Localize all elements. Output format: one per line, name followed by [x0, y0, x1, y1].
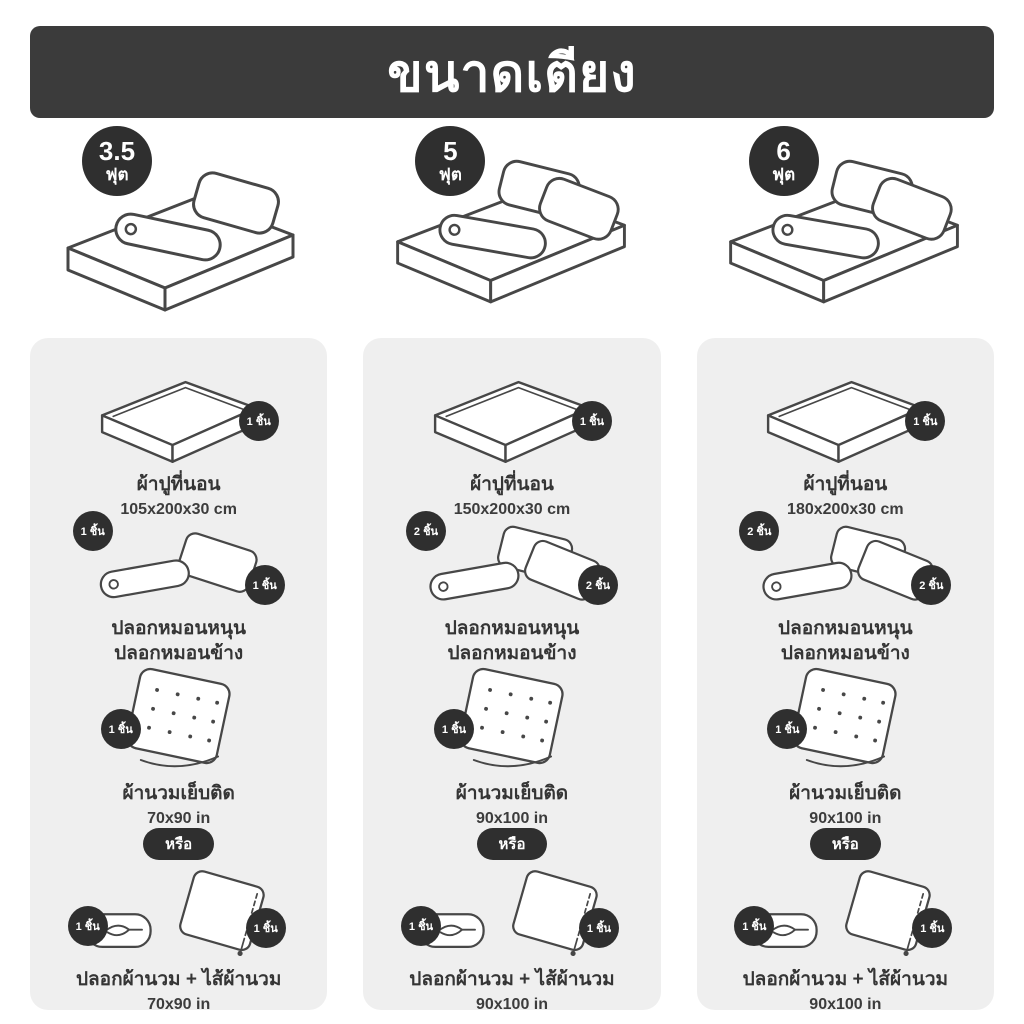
item-name: ปลอกผ้านวม + ไส้ผ้านวม	[409, 969, 615, 991]
duvet-set-icon	[746, 866, 944, 962]
item-dimension: 90x100 in	[809, 810, 882, 827]
size-value: 6	[776, 136, 791, 167]
pillows-icon	[418, 519, 606, 611]
item-dimension: 70x90 in	[147, 996, 211, 1014]
or-badge: หรือ	[143, 828, 215, 860]
size-unit: ฟุต	[438, 164, 462, 184]
count-badge: 2 ชิ้น	[911, 565, 952, 606]
fitted-sheet-item: 1 ชิ้น ผ้าปูที่นอน 105x200x30 cm	[91, 358, 279, 519]
pillowcase-item: 2 ชิ้น 2 ชิ้น ปลอกหมอนหนุน ปลอกหมอนข้าง	[405, 510, 618, 667]
item-name-line1: ปลอกหมอนหนุน	[444, 618, 580, 640]
duvet-item: หรือ 1 ชิ้น 1 ชิ้น ปลอกผ้านวม + ไส้ผ้านว…	[734, 828, 953, 1014]
or-badge: หรือ	[476, 828, 548, 860]
pillowcase-item: 1 ชิ้น 1 ชิ้น ปลอกหมอนหนุน ปลอกหมอนข้าง	[72, 510, 285, 667]
item-name: ผ้าปูที่นอน	[803, 474, 888, 496]
item-name: ผ้าปูที่นอน	[136, 474, 221, 496]
fitted-sheet-item: 1 ชิ้น ผ้าปูที่นอน 150x200x30 cm	[424, 358, 612, 519]
item-dimension: 90x100 in	[809, 996, 882, 1014]
count-badge: 1 ชิ้น	[244, 565, 285, 606]
count-badge: 1 ชิ้น	[767, 708, 808, 749]
duvet-set-icon	[80, 866, 278, 962]
count-badge: 1 ชิ้น	[238, 401, 279, 442]
duvet-set-icon	[413, 866, 611, 962]
count-badge: 2 ชิ้น	[405, 510, 446, 551]
item-name: ปลอกผ้านวม + ไส้ผ้านวม	[75, 969, 282, 991]
fitted-sheet-item: 1 ชิ้น ผ้าปูที่นอน 180x200x30 cm	[757, 358, 946, 519]
pillows-icon	[751, 519, 939, 611]
count-badge: 1 ชิ้น	[100, 708, 141, 749]
item-dimension: 90x100 in	[475, 996, 549, 1014]
pillowcase-item: 2 ชิ้น 2 ชิ้น ปลอกหมอนหนุน ปลอกหมอนข้าง	[739, 510, 952, 667]
comforter-item: 1 ชิ้น ผ้านวมเย็บติด 70x90 in	[100, 666, 247, 828]
bedding-panel-6ft: 1 ชิ้น ผ้าปูที่นอน 180x200x30 cm 2 ชิ้น …	[696, 338, 994, 1013]
comforter-item: 1 ชิ้น ผ้านวมเย็บติด 90x100 in	[767, 666, 913, 828]
count-badge: 1 ชิ้น	[433, 708, 474, 749]
bed-area-6ft: 6 ฟุต	[697, 124, 994, 332]
size-unit: ฟุต	[772, 164, 796, 184]
bed-area-35ft: 3.5 ฟุต	[30, 124, 327, 332]
duvet-item: หรือ 1 ชิ้น 1 ชิ้น ปลอกผ้านวม + ไส้ผ้านว…	[67, 828, 286, 1014]
size-badge-35ft: 3.5 ฟุต	[82, 126, 152, 196]
count-badge: 1 ชิ้น	[905, 401, 946, 442]
size-unit: ฟุต	[105, 164, 129, 184]
pillows-icon	[85, 519, 273, 611]
duvet-item: หรือ 1 ชิ้น 1 ชิ้น ปลอกผ้านวม + ไส้ผ้านว…	[400, 828, 619, 1014]
count-badge: 1 ชิ้น	[912, 908, 953, 949]
item-dimension: 180x200x30 cm	[787, 500, 904, 518]
item-name-line1: ปลอกหมอนหนุน	[111, 618, 246, 640]
or-badge: หรือ	[809, 828, 881, 860]
count-badge: 1 ชิ้น	[571, 401, 612, 442]
item-name: ผ้านวมเย็บติด	[455, 783, 569, 805]
item-name: ปลอกหมอนหนุน ปลอกหมอนข้าง	[445, 617, 580, 666]
item-name: ผ้านวมเย็บติด	[122, 783, 235, 805]
item-dimension: 150x200x30 cm	[453, 500, 571, 518]
bedding-panel-35ft: 1 ชิ้น ผ้าปูที่นอน 105x200x30 cm 1 ชิ้น …	[30, 338, 328, 1013]
item-name: ปลอกหมอนหนุน ปลอกหมอนข้าง	[111, 617, 246, 666]
count-badge: 1 ชิ้น	[400, 906, 441, 947]
item-name-line2: ปลอกหมอนข้าง	[780, 642, 910, 664]
count-badge: 1 ชิ้น	[578, 908, 619, 949]
bed-area-5ft: 5 ฟุต	[363, 124, 660, 332]
panels-row: 1 ชิ้น ผ้าปูที่นอน 105x200x30 cm 1 ชิ้น …	[30, 338, 994, 1013]
item-name: ปลอกผ้านวม + ไส้ผ้านวม	[742, 969, 949, 991]
comforter-item: 1 ชิ้น ผ้านวมเย็บติด 90x100 in	[433, 666, 580, 828]
count-badge: 2 ชิ้น	[577, 565, 618, 606]
page-title: ขนาดเตียง	[387, 44, 637, 103]
item-dimension: 70x90 in	[147, 810, 211, 827]
item-name: ผ้าปูที่นอน	[470, 474, 554, 496]
header-bar: ขนาดเตียง	[30, 26, 994, 118]
item-name: ปลอกหมอนหนุน ปลอกหมอนข้าง	[778, 617, 913, 666]
count-badge: 2 ชิ้น	[739, 510, 780, 551]
item-name-line2: ปลอกหมอนข้าง	[447, 642, 577, 664]
count-badge: 1 ชิ้น	[734, 906, 775, 947]
item-name: ผ้านวมเย็บติด	[789, 783, 902, 805]
count-badge: 1 ชิ้น	[245, 908, 286, 949]
size-value: 5	[443, 136, 458, 167]
bedding-panel-5ft: 1 ชิ้น ผ้าปูที่นอน 150x200x30 cm 2 ชิ้น …	[363, 338, 661, 1013]
count-badge: 1 ชิ้น	[67, 906, 108, 947]
item-name-line1: ปลอกหมอนหนุน	[778, 618, 913, 640]
item-dimension: 105x200x30 cm	[120, 500, 237, 518]
item-dimension: 90x100 in	[475, 810, 549, 827]
size-badge-5ft: 5 ฟุต	[415, 126, 486, 196]
size-value: 3.5	[98, 136, 136, 167]
count-badge: 1 ชิ้น	[72, 510, 113, 551]
item-name-line2: ปลอกหมอนข้าง	[114, 642, 244, 664]
bed-row: 3.5 ฟุต 5 ฟุต 6 ฟุต	[30, 124, 994, 332]
size-badge-6ft: 6 ฟุต	[748, 126, 819, 196]
